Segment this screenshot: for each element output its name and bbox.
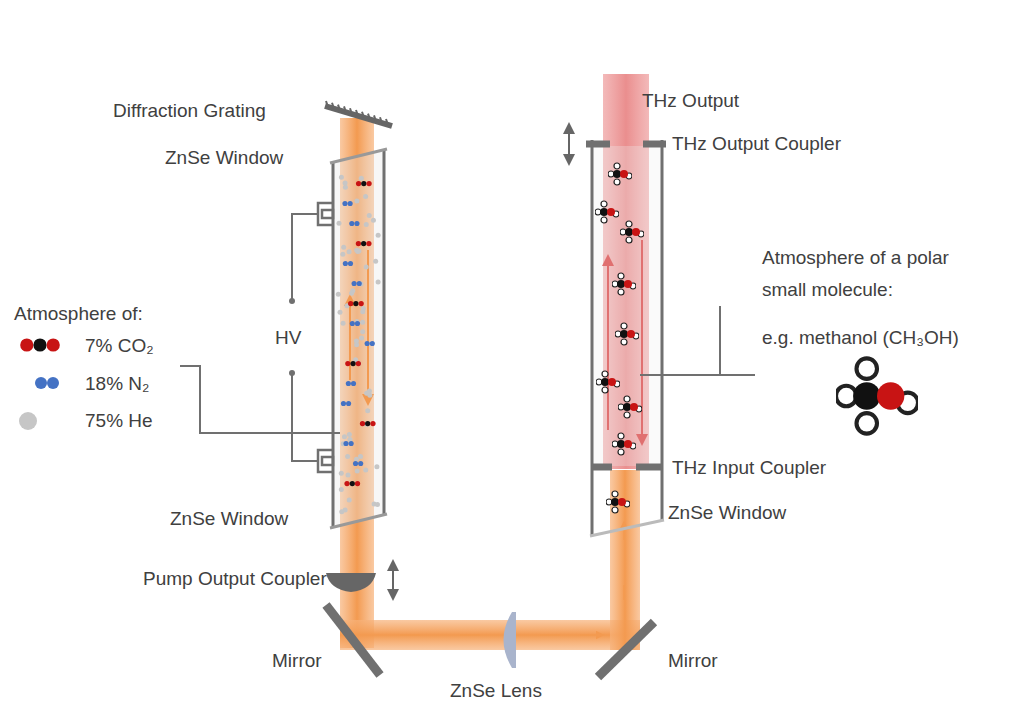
thz-cavity <box>586 140 666 536</box>
gas-label: Atmosphere of a polar small molecule: <box>762 242 990 306</box>
co2-sample <box>20 338 60 351</box>
leader-line <box>180 366 340 433</box>
output-coupler <box>326 573 376 592</box>
component-label: THz Input Coupler <box>672 456 826 479</box>
gas-example: e.g. methanol (CH₃OH) <box>762 326 959 349</box>
component-label: THz Output Coupler <box>672 132 841 155</box>
he-sample <box>19 412 37 430</box>
mirror <box>598 622 654 677</box>
component-label: ZnSe Lens <box>450 679 542 702</box>
component-label: Pump Output Coupler <box>143 567 327 590</box>
adjust-arrow <box>392 565 394 595</box>
mirror <box>326 605 380 675</box>
adjust-arrow <box>568 128 570 160</box>
component-label: Mirror <box>668 649 718 672</box>
znse-lens <box>504 612 517 668</box>
component-label: ZnSe Window <box>165 146 283 169</box>
component-label: Diffraction Grating <box>113 99 266 122</box>
legend-heading: Atmosphere of: <box>14 302 143 325</box>
voltage-label: HV <box>275 326 301 349</box>
component-label: ZnSe Window <box>668 501 786 524</box>
output-label: THz Output <box>642 89 739 112</box>
legend-text: 75% He <box>85 409 153 432</box>
legend-text: 7% CO₂ <box>85 334 154 357</box>
component-label: ZnSe Window <box>170 507 288 530</box>
n2-sample <box>35 377 59 389</box>
methanol-icon <box>836 358 918 433</box>
diffraction-grating <box>325 101 392 126</box>
legend-text: 18% N₂ <box>85 372 149 395</box>
component-label: Mirror <box>272 649 322 672</box>
discharge-tube <box>289 149 387 528</box>
